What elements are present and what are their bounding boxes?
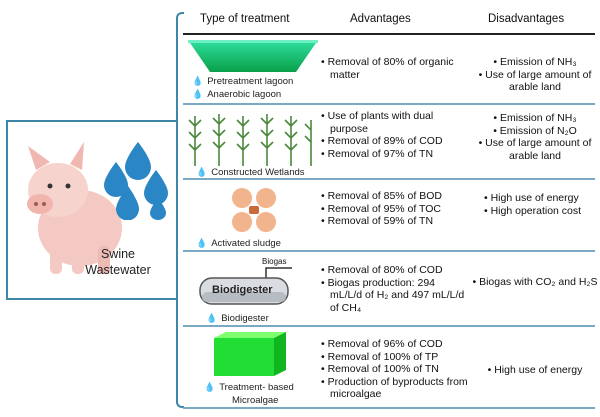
caption-activated-sludge: 💧 Activated sludge	[196, 238, 281, 249]
advantage-item: • Removal of 96% of COD	[321, 338, 443, 350]
biodigester-illustration	[199, 267, 292, 305]
water-drops-icon	[104, 142, 168, 220]
caption-text: Anaerobic lagoon	[207, 89, 282, 100]
row-divider	[183, 325, 595, 327]
lagoon-illustration	[188, 40, 318, 72]
disadvantage-item: • High use of energy	[487, 364, 583, 376]
disadvantages-row-5: • High use of energy	[470, 364, 600, 377]
droplet-icon: 💧	[206, 313, 218, 323]
disadvantage-item: • Emission of NH₃	[493, 112, 577, 124]
center-label-line1: Swine	[100, 247, 136, 261]
row-divider	[183, 178, 595, 180]
disadvantage-item: • Biogas with CO₂ and H₂S	[472, 276, 598, 288]
droplet-icon: 💧	[196, 238, 208, 248]
biogas-label: Biogas	[262, 257, 287, 266]
droplet-icon: 💧	[204, 382, 216, 392]
caption-microalgae-line2: Microalgae	[232, 395, 279, 406]
advantages-row-2: • Use of plants with dual purpose • Remo…	[320, 110, 470, 160]
center-label: Swine Wastewater	[58, 246, 178, 278]
caption-text: Treatment- based	[219, 382, 294, 393]
disadvantages-row-4: • Biogas with CO₂ and H₂S	[470, 276, 600, 289]
advantage-item: • Removal of 80% of organic matter	[321, 56, 454, 81]
caption-text: Pretreatment lagoon	[207, 76, 294, 87]
center-label-line2: Wastewater	[85, 263, 151, 277]
caption-biodigester: 💧 Biodigester	[206, 313, 269, 324]
caption-text: Biodigester	[221, 313, 269, 324]
advantage-item: • Removal of 95% of TOC	[321, 202, 442, 215]
disadvantage-item: • Emission of NH₃	[493, 56, 577, 68]
disadvantages-row-2: • Emission of NH₃ • Emission of N₂O • Us…	[470, 112, 600, 162]
header-type: Type of treatment	[200, 13, 290, 25]
row-divider	[183, 407, 595, 409]
advantage-item: • Removal of 89% of COD	[321, 135, 443, 147]
caption-text: Constructed Wetlands	[211, 167, 305, 178]
biodigester-tank-label: Biodigester	[212, 284, 273, 296]
pig-illustration	[27, 142, 122, 274]
advantage-item: • Use of plants with dual purpose	[321, 110, 434, 135]
caption-text: Activated sludge	[211, 238, 281, 249]
droplet-icon: 💧	[192, 76, 204, 86]
header-disadvantages: Disadvantages	[488, 13, 565, 25]
caption-pretreatment: 💧 Pretreatment lagoon	[192, 76, 293, 87]
disadvantage-item: • Use of large amount of arable land	[478, 137, 592, 162]
caption-wetlands: 💧 Constructed Wetlands	[196, 167, 305, 178]
droplet-icon: 💧	[196, 167, 208, 177]
advantages-row-5: • Removal of 96% of COD • Removal of 100…	[320, 338, 470, 401]
disadvantage-item: • High operation cost	[484, 204, 582, 217]
caption-microalgae: 💧 Treatment- based	[204, 382, 294, 393]
disadvantages-row-3: • High use of energy • High operation co…	[484, 192, 600, 217]
disadvantage-item: • Emission of N₂O	[493, 124, 577, 137]
activated-sludge-illustration	[232, 188, 276, 232]
advantage-item: • Removal of 85% of BOD	[321, 190, 442, 202]
microalgae-illustration	[214, 332, 286, 376]
disadvantages-row-1: • Emission of NH₃ • Use of large amount …	[470, 56, 600, 94]
advantage-item: • Removal of 59% of TN	[321, 215, 434, 227]
advantage-item: • Removal of 100% of TP	[321, 350, 439, 363]
advantage-item: • Removal of 100% of TN	[321, 363, 439, 375]
advantage-item: • Removal of 97% of TN	[321, 147, 434, 160]
header-advantages: Advantages	[350, 13, 411, 25]
disadvantage-item: • Use of large amount of arable land	[478, 68, 592, 94]
header-divider	[183, 33, 595, 35]
advantages-row-4: • Removal of 80% of COD • Biogas product…	[320, 264, 470, 314]
wetland-plants-illustration	[188, 114, 312, 166]
advantage-item: • Biogas production: 294 mL/L/d of H₂ an…	[321, 276, 465, 314]
droplet-icon: 💧	[192, 89, 204, 99]
branch-brace	[176, 12, 184, 408]
advantage-item: • Removal of 80% of COD	[321, 264, 443, 276]
row-divider	[183, 250, 595, 252]
advantage-item: • Production of byproducts from microalg…	[321, 375, 468, 401]
row-divider	[183, 103, 595, 105]
caption-anaerobic: 💧 Anaerobic lagoon	[192, 89, 281, 100]
advantages-row-3: • Removal of 85% of BOD • Removal of 95%…	[320, 190, 470, 228]
advantages-row-1: • Removal of 80% of organic matter	[320, 56, 470, 81]
disadvantage-item: • High use of energy	[484, 192, 579, 204]
